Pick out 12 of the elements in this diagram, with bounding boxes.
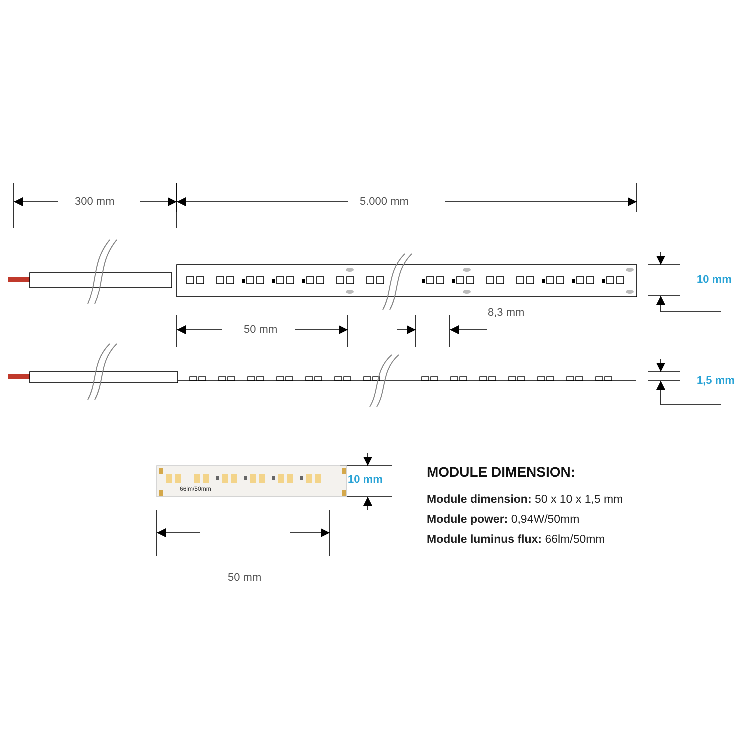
spec-line: Module dimension: 50 x 10 x 1,5 mm bbox=[427, 494, 624, 507]
dimension-label: 300 mm bbox=[75, 196, 115, 209]
spec-line: Module power: 0,94W/50mm bbox=[427, 514, 580, 527]
dimension-label: 50 mm bbox=[244, 324, 278, 337]
dimension-label: 50 mm bbox=[228, 572, 262, 585]
dimension-label: 1,5 mm bbox=[697, 375, 735, 388]
heading: MODULE DIMENSION: bbox=[427, 464, 576, 480]
dimension-label: 10 mm bbox=[697, 274, 732, 287]
dimension-label: 8,3 mm bbox=[488, 307, 525, 320]
dimension-label: 10 mm bbox=[348, 474, 383, 487]
dimension-label: 5.000 mm bbox=[360, 196, 409, 209]
spec-line: Module luminus flux: 66lm/50mm bbox=[427, 534, 606, 547]
